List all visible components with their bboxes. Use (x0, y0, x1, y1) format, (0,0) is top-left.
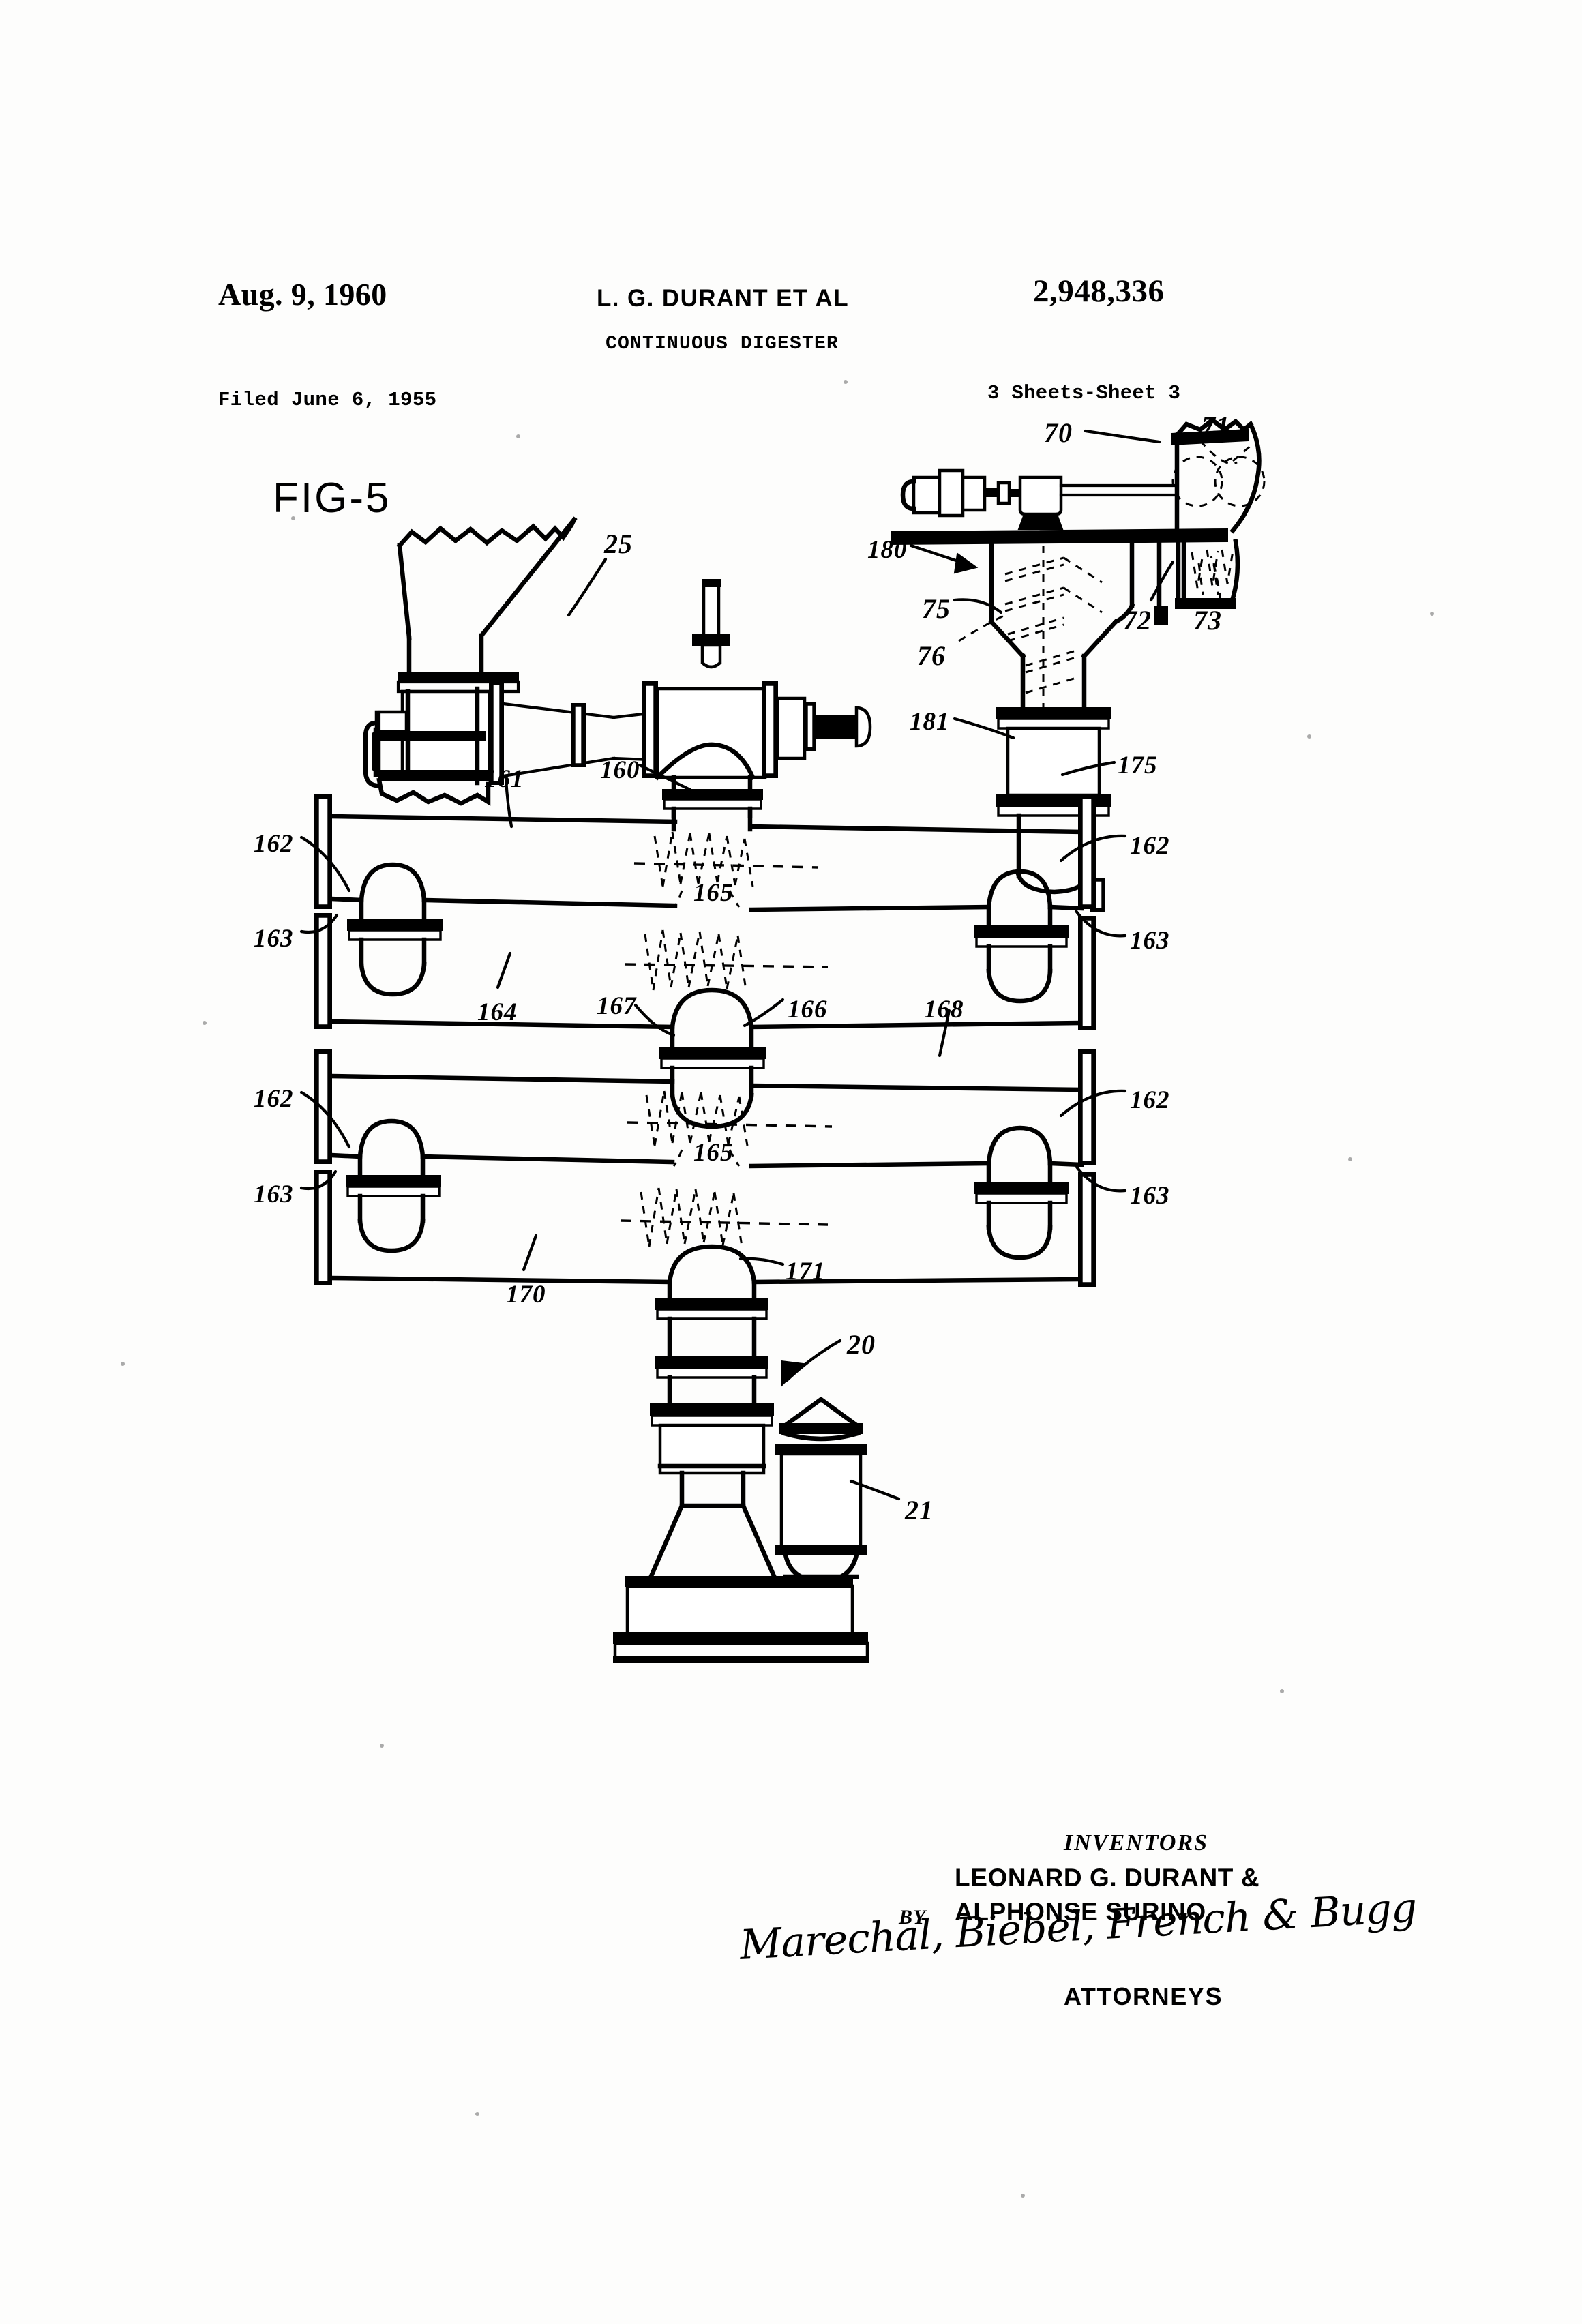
reference-numeral-digester-tube-1: 161 (484, 765, 524, 793)
reference-numeral-riser-pipe: 175 (1118, 751, 1158, 779)
reference-numeral-chamber-wall: 72 (1123, 605, 1152, 636)
right-elbow-lower (974, 1125, 1069, 1260)
central-transfer-tee (659, 987, 766, 1129)
reference-numeral-outlet-elbow: 171 (786, 1257, 826, 1285)
receiver-vessel (775, 1396, 867, 1583)
by-label: BY (899, 1906, 927, 1928)
reference-numeral-transfer-elbow: 167 (597, 992, 637, 1020)
reference-numeral-end-flange-bottom-right: 163 (1130, 1182, 1170, 1210)
patent-filed-date: Filed June 6, 1955 (218, 389, 437, 411)
inlet-valve-body (642, 579, 872, 832)
feeder-housing (363, 672, 520, 806)
left-elbow-upper (347, 862, 443, 997)
patent-inventor-line: L. G. DURANT ET AL (597, 285, 849, 312)
reference-numeral-end-flange-lower-group-right: 162 (1130, 1086, 1170, 1114)
patent-title: CONTINUOUS DIGESTER (606, 333, 839, 355)
reference-numeral-inlet-pipe: 160 (600, 756, 640, 784)
right-elbow-upper (974, 869, 1069, 1004)
reference-numeral-drive-assembly: 180 (867, 536, 908, 564)
reference-numeral-screw-housing: 75 (922, 593, 951, 624)
reference-numeral-digester-tube-3: 168 (924, 996, 964, 1024)
reference-numeral-screw-conveyor-flight: 165 (693, 879, 734, 907)
attorneys-caption: ATTORNEYS (1064, 1982, 1223, 2010)
reference-leader-lines (299, 429, 1238, 1501)
feed-cone (501, 702, 651, 778)
digester-tube-168 (314, 1049, 1096, 1167)
reference-numeral-connector-tee: 166 (788, 996, 828, 1024)
digester-tube-164 (314, 897, 1096, 1030)
outlet-elbow-column (613, 1244, 869, 1663)
figure-label: FIG-5 (273, 475, 391, 522)
reference-numeral-end-flange-lower-left: 163 (254, 925, 294, 953)
reference-numeral-digester-tube-4: 170 (506, 1281, 546, 1309)
reference-numeral-rotary-valve-rotor: 71 (1202, 411, 1230, 441)
reference-numeral-end-flange-upper-right: 162 (1130, 832, 1170, 860)
inventor-name-2: ALPHONSE SURINO (955, 1898, 1206, 1926)
inventor-name-1: LEONARD G. DURANT & (955, 1864, 1260, 1892)
reference-numeral-digester-tube-2: 164 (477, 998, 518, 1026)
reference-numeral-discharge-hopper: 70 (1044, 417, 1073, 448)
reference-numeral-receiver-vessel: 21 (905, 1495, 934, 1525)
reference-numeral-spool-section: 181 (910, 708, 950, 736)
left-elbow-lower (346, 1118, 441, 1253)
drive-discharge-assembly (891, 417, 1266, 912)
reference-numeral-end-flange-upper-left: 162 (254, 830, 294, 858)
reference-numeral-chamber-contents: 73 (1193, 605, 1222, 636)
patent-issue-date: Aug. 9, 1960 (218, 277, 387, 312)
sheet-indicator: 3 Sheets-Sheet 3 (987, 382, 1181, 404)
digester-tube-170 (314, 1154, 1096, 1287)
reference-numeral-screw-conveyor-flight-lower: 165 (693, 1139, 734, 1167)
digester-tube-161 (314, 794, 1096, 911)
reference-numeral-screw-flight: 76 (917, 640, 946, 671)
reference-numeral-feed-screw-conveyor: 25 (604, 528, 633, 559)
feed-hopper (396, 516, 578, 678)
reference-numeral-end-flange-lower-group-left: 162 (254, 1085, 294, 1113)
reference-numeral-blow-valve-assembly: 20 (847, 1329, 876, 1360)
scan-artifacts (121, 380, 1434, 2198)
inventors-caption: INVENTORS (1064, 1830, 1208, 1856)
patent-number: 2,948,336 (1033, 273, 1165, 309)
reference-numeral-end-flange-lower-right: 163 (1130, 927, 1170, 955)
reference-numeral-end-flange-bottom-left: 163 (254, 1180, 294, 1208)
